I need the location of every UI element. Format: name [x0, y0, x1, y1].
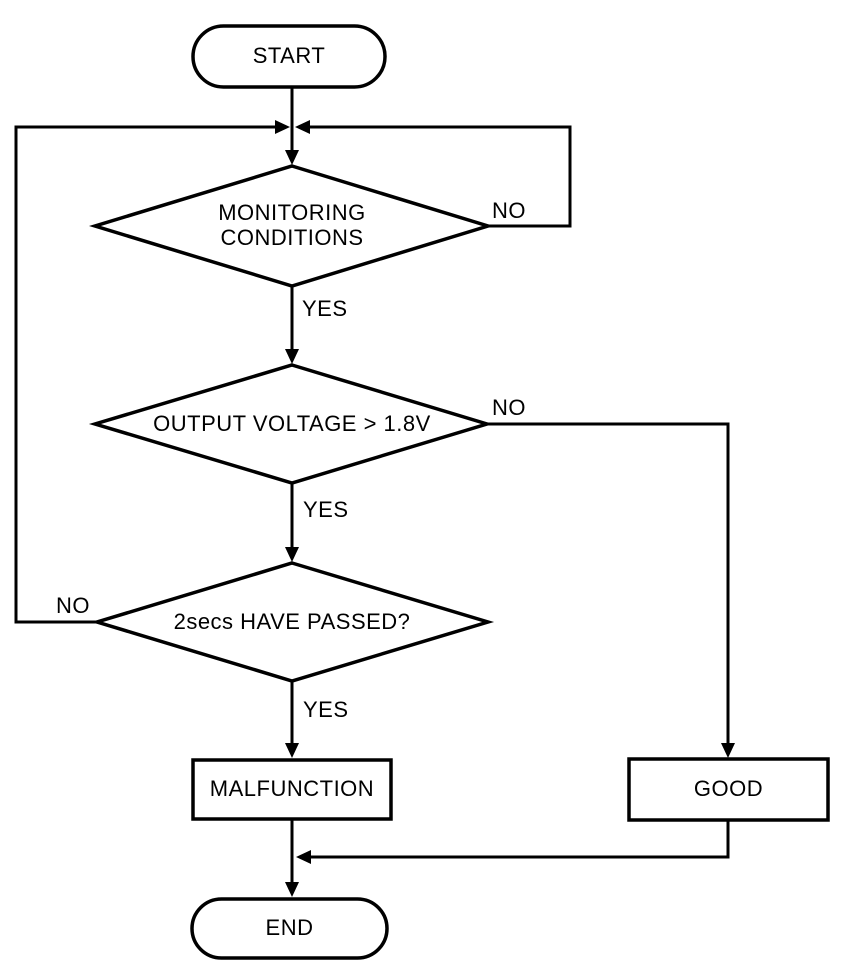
monitoring-no-label: NO — [492, 198, 526, 223]
monitoring-decision-label: MONITORING CONDITIONS — [172, 199, 412, 253]
edge-monitoring-no-loop — [299, 125, 572, 228]
edge-voltage-no-to-good — [487, 422, 730, 754]
arrow-into-monitoring-icon — [285, 150, 299, 165]
arrow-into-end-icon — [285, 882, 299, 897]
good-node-shape — [627, 757, 830, 822]
arrow-merge-into-end-line-icon — [296, 850, 311, 864]
monitoring-decision-label-line1: MONITORING — [218, 200, 366, 226]
voltage-yes-label: YES — [303, 497, 349, 522]
passed-decision-shape — [90, 561, 495, 683]
arrow-into-malfunction-icon — [285, 743, 299, 758]
good-node-label: GOOD — [693, 776, 764, 802]
start-node-shape — [191, 24, 387, 89]
arrow-into-passed-icon — [285, 547, 299, 562]
monitoring-decision-label-line2: CONDITIONS — [220, 225, 364, 250]
node-shapes — [88, 24, 830, 960]
edge-good-to-merge — [300, 820, 730, 859]
arrow-into-voltage-icon — [285, 349, 299, 364]
malfunction-node-shape — [191, 758, 393, 821]
end-node-shape — [190, 897, 389, 960]
passed-decision-label: 2secs HAVE PASSED? — [173, 608, 411, 634]
monitoring-decision-shape — [88, 164, 494, 288]
arrow-junction-from-right-icon — [295, 120, 310, 134]
monitoring-yes-label: YES — [302, 296, 348, 321]
arrow-junction-from-left-icon — [275, 120, 290, 134]
voltage-decision-shape — [88, 363, 494, 485]
arrow-into-good-icon — [721, 743, 735, 758]
voltage-no-label: NO — [492, 395, 526, 420]
malfunction-node-label: MALFUNCTION — [209, 776, 375, 802]
passed-yes-label: YES — [303, 697, 349, 722]
edges — [14, 87, 730, 893]
passed-no-label: NO — [56, 593, 90, 618]
end-node-label: END — [265, 915, 314, 941]
edge-passed-no-loop — [14, 125, 286, 624]
arrowheads — [275, 120, 735, 897]
voltage-decision-label: OUTPUT VOLTAGE > 1.8V — [153, 410, 431, 436]
start-node-label: START — [252, 43, 326, 69]
